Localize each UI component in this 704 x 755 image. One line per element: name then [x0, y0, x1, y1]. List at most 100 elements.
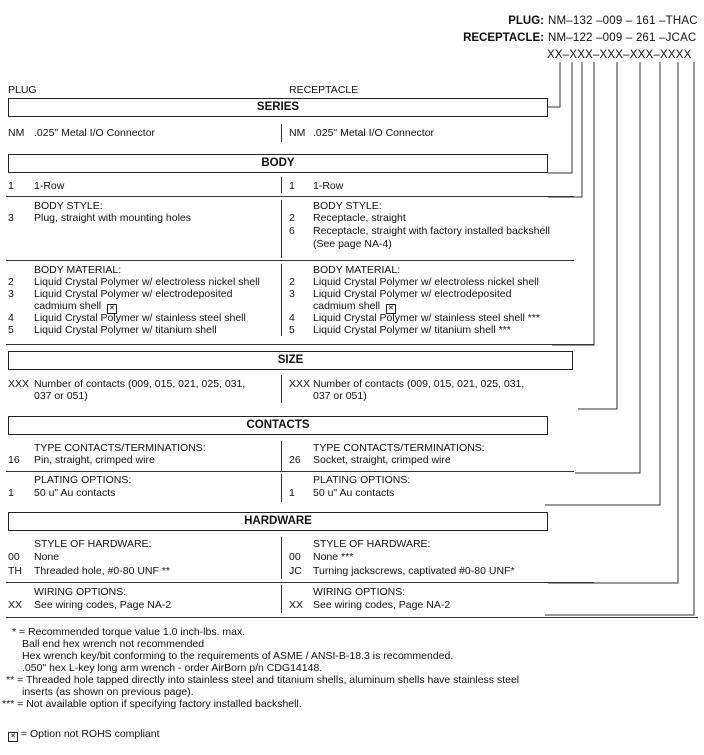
footnote: .050" hex L-key long arm wrench - order …: [22, 662, 323, 674]
rows-receptacle-code: 1: [289, 180, 295, 192]
wiring-receptacle-text: See wiring codes, Page NA-2: [313, 599, 451, 611]
column-divider: [281, 124, 282, 142]
body-style-plug-title: BODY STYLE:: [34, 200, 103, 212]
plating-receptacle-text: 50 u" Au contacts: [313, 487, 395, 499]
size-plug-text: 037 or 051): [34, 390, 88, 402]
hardware-style-receptacle-text: Turning jackscrews, captivated #0-80 UNF…: [313, 565, 515, 577]
material-plug-text: cadmium shell ✕: [34, 300, 117, 314]
column-divider: [281, 474, 282, 502]
rohs-note: ✕ = Option not ROHS compliant: [8, 728, 160, 742]
hardware-section-title: HARDWARE: [8, 512, 548, 531]
plug-column-header: PLUG: [8, 84, 37, 96]
material-plug-text: Liquid Crystal Polymer w/ stainless stee…: [34, 312, 246, 324]
leader-body-material: [552, 62, 595, 346]
leader-body-style: [548, 62, 583, 198]
column-divider: [281, 585, 282, 613]
material-plug-text: Liquid Crystal Polymer w/ titanium shell: [34, 324, 217, 336]
hardware-style-receptacle-text: None ***: [313, 551, 354, 563]
plug-pn-value: NM–132 –009 – 161 –THAC: [548, 15, 698, 27]
non-rohs-checkbox-icon: ✕: [8, 732, 18, 742]
plug-pn-label: PLUG:: [508, 15, 544, 27]
wiring-receptacle-title: WIRING OPTIONS:: [313, 586, 406, 598]
size-receptacle-text: Number of contacts (009, 015, 021, 025, …: [313, 378, 525, 390]
footnote: Ball end hex wrench not recommended: [22, 638, 205, 650]
leader-rows: [548, 62, 573, 174]
leader-hardware-style: [548, 62, 679, 584]
receptacle-column-header: RECEPTACLE: [289, 84, 359, 96]
contacts-type-receptacle-title: TYPE CONTACTS/TERMINATIONS:: [313, 442, 485, 454]
divider: [6, 582, 594, 583]
body-material-plug-title: BODY MATERIAL:: [34, 264, 122, 276]
contacts-section-title: CONTACTS: [8, 416, 548, 435]
leader-contacts-type: [575, 62, 641, 474]
plating-plug-title: PLATING OPTIONS:: [34, 474, 132, 486]
plating-plug-text: 50 u" Au contacts: [34, 487, 116, 499]
leader-contacts-plating: [545, 62, 661, 506]
body-material-receptacle-title: BODY MATERIAL:: [313, 264, 401, 276]
body-style-plug-text: Plug, straight with mounting holes: [34, 212, 192, 224]
material-receptacle-code: 2: [289, 276, 295, 288]
material-receptacle-text: Liquid Crystal Polymer w/ electrodeposit…: [313, 288, 512, 300]
wiring-receptacle-code: XX: [289, 599, 304, 611]
rows-receptacle-text: 1-Row: [313, 180, 344, 192]
material-receptacle-code: 3: [289, 288, 295, 300]
plating-receptacle-title: PLATING OPTIONS:: [313, 474, 411, 486]
body-style-receptacle-text: Receptacle, straight with factory instal…: [313, 225, 550, 237]
series-plug-text: .025" Metal I/O Connector: [34, 127, 156, 139]
body-style-receptacle-title: BODY STYLE:: [313, 200, 382, 212]
pn-template: XX–XXX–XXX–XXX–XXXX: [547, 49, 692, 61]
footnote: Hex wrench key/bit conforming to the req…: [22, 650, 454, 662]
divider: [6, 471, 574, 472]
rows-plug-code: 1: [8, 180, 14, 192]
hardware-style-plug-text: None: [34, 551, 60, 563]
leader-size: [578, 62, 618, 410]
contacts-type-plug-text: Pin, straight, crimped wire: [34, 454, 155, 466]
leader-hardware-wiring: [545, 62, 695, 616]
wiring-plug-text: See wiring codes, Page NA-2: [34, 599, 172, 611]
material-plug-text: Liquid Crystal Polymer w/ electroless ni…: [34, 276, 260, 288]
size-section-title: SIZE: [8, 351, 573, 370]
body-style-receptacle-code: 6: [289, 225, 295, 237]
material-receptacle-text: Liquid Crystal Polymer w/ titanium shell…: [313, 324, 511, 336]
column-divider: [281, 200, 282, 258]
hardware-style-receptacle-code: JC: [289, 565, 302, 577]
body-section-title: BODY: [8, 154, 548, 173]
rows-plug-text: 1-Row: [34, 180, 65, 192]
material-plug-code: 2: [8, 276, 14, 288]
contacts-type-receptacle-text: Socket, straight, crimped wire: [313, 454, 451, 466]
material-plug-code: 3: [8, 288, 14, 300]
size-plug-code: XXX: [8, 378, 30, 390]
hardware-style-plug-code: 00: [8, 551, 20, 563]
hardware-style-plug-text: Threaded hole, #0-80 UNF **: [34, 565, 170, 577]
non-rohs-checkbox-icon: ✕: [385, 304, 396, 314]
receptacle-pn-value: NM–122 –009 – 261 –JCAC: [548, 32, 697, 44]
body-style-plug-code: 3: [8, 212, 14, 224]
hardware-style-plug-title: STYLE OF HARDWARE:: [34, 538, 152, 550]
footnote: ** = Threaded hole tapped directly into …: [6, 674, 520, 686]
series-receptacle-code: NM: [289, 127, 306, 139]
leader-series: [548, 62, 561, 108]
footnote: inserts (as shown on previous page).: [22, 686, 194, 698]
material-plug-text: Liquid Crystal Polymer w/ electrodeposit…: [34, 288, 233, 300]
material-receptacle-text-cadmium: cadmium shell: [313, 300, 381, 312]
material-plug-text-cadmium: cadmium shell: [34, 300, 102, 312]
body-style-receptacle-text: Receptacle, straight: [313, 212, 406, 224]
material-receptacle-code: 5: [289, 324, 295, 336]
body-style-receptacle-code: 2: [289, 212, 295, 224]
material-receptacle-code: 4: [289, 312, 295, 324]
column-divider: [281, 375, 282, 403]
receptacle-pn-label: RECEPTACLE:: [463, 32, 544, 44]
column-divider: [281, 177, 282, 193]
material-receptacle-text: Liquid Crystal Polymer w/ stainless stee…: [313, 312, 541, 324]
body-style-receptacle-text: (See page NA-4): [313, 238, 392, 250]
divider: [6, 617, 698, 618]
contacts-type-plug-title: TYPE CONTACTS/TERMINATIONS:: [34, 442, 206, 454]
divider: [6, 344, 594, 345]
size-receptacle-text: 037 or 051): [313, 390, 367, 402]
hardware-style-receptacle-code: 00: [289, 551, 301, 563]
size-plug-text: Number of contacts (009, 015, 021, 025, …: [34, 378, 246, 390]
contacts-type-plug-code: 16: [8, 454, 20, 466]
footnote: *** = Not available option if specifying…: [2, 698, 302, 710]
rohs-note-text: = Option not ROHS compliant: [20, 728, 160, 740]
